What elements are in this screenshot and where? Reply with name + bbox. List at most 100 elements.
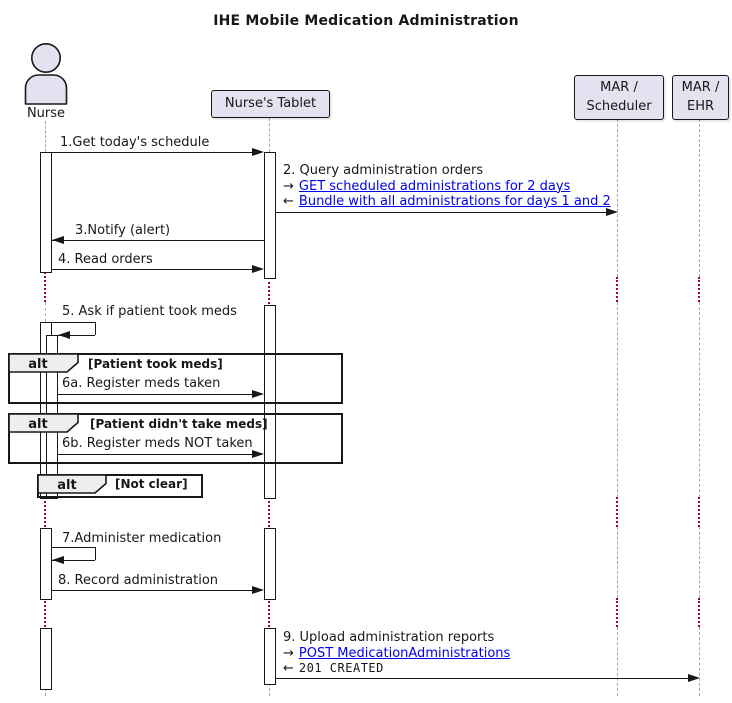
response-arrow-glyph: ← xyxy=(283,194,294,209)
participant-ehr: MAR / EHR xyxy=(672,75,729,120)
lifeline-scheduler xyxy=(617,119,618,277)
message-9-label: 9. Upload administration reports xyxy=(283,630,495,645)
lifeline-scheduler-delay xyxy=(616,598,618,627)
lifeline-scheduler-delay xyxy=(616,497,618,527)
message-3-arrowhead xyxy=(52,236,64,244)
message-7-line-down xyxy=(95,547,96,560)
message-5-label: 5. Ask if patient took meds xyxy=(62,304,237,319)
nurse-actor-icon xyxy=(24,43,68,105)
message-5-line-back xyxy=(58,335,95,336)
message-7-label: 7.Administer medication xyxy=(62,531,222,546)
message-8-arrowhead xyxy=(252,586,264,594)
lifeline-ehr xyxy=(699,302,700,497)
lifeline-tablet-delay xyxy=(268,497,270,527)
message-5-arrowhead xyxy=(58,331,70,339)
response-arrow-glyph: ← xyxy=(283,661,294,676)
alt-frame-not-clear: alt [Not clear] xyxy=(37,474,203,498)
message-2-label: 2. Query administration orders xyxy=(283,163,484,178)
alt-keyword: alt xyxy=(57,478,77,493)
message-9-request-link[interactable]: POST MedicationAdministrations xyxy=(298,645,511,661)
message-9-request: →POST MedicationAdministrations xyxy=(283,646,510,662)
lifeline-scheduler xyxy=(617,527,618,598)
lifeline-tablet-delay xyxy=(268,598,270,627)
message-5-line-out xyxy=(52,322,95,323)
message-8-label: 8. Record administration xyxy=(58,573,219,588)
message-6b-arrowhead xyxy=(252,450,264,458)
lifeline-tablet xyxy=(269,683,270,696)
activation-bar-nurse xyxy=(40,628,52,690)
message-3-line xyxy=(52,240,264,241)
participant-nurse-label: Nurse xyxy=(26,106,66,121)
message-6a-line xyxy=(58,394,254,395)
activation-bar-nurse xyxy=(40,528,52,600)
lifeline-nurse-delay xyxy=(44,497,46,527)
diagram-title: IHE Mobile Medication Administration xyxy=(213,13,519,29)
message-9-status-code: 201 CREATED xyxy=(298,661,384,675)
alt-tab-shape xyxy=(8,353,79,373)
lifeline-nurse-delay xyxy=(44,598,46,627)
lifeline-nurse xyxy=(45,688,46,696)
request-arrow-glyph: → xyxy=(283,645,294,661)
lifeline-ehr-delay xyxy=(698,277,700,302)
request-arrow-glyph: → xyxy=(283,178,294,194)
activation-bar-tablet xyxy=(264,152,276,279)
participant-ehr-label-line1: MAR / xyxy=(681,80,720,95)
message-9-response: ← 201 CREATED xyxy=(283,661,510,677)
alt-condition: [Not clear] xyxy=(115,477,188,491)
message-6b-label: 6b. Register meds NOT taken xyxy=(62,436,253,451)
participant-tablet-label: Nurse's Tablet xyxy=(224,96,317,111)
message-2-response-link[interactable]: Bundle with all administrations for days… xyxy=(298,194,611,209)
message-5-line-down xyxy=(95,322,96,335)
message-4-arrowhead xyxy=(252,265,264,273)
lifeline-ehr-delay xyxy=(698,598,700,627)
message-7-line-back xyxy=(52,560,95,561)
activation-bar-nurse xyxy=(40,152,52,273)
message-2-request: →GET scheduled administrations for 2 day… xyxy=(283,179,611,195)
lifeline-ehr xyxy=(699,527,700,598)
alt-tab-shape xyxy=(37,474,107,494)
message-1-arrowhead xyxy=(252,148,264,156)
activation-bar-tablet xyxy=(264,628,276,685)
message-9-block: 9. Upload administration reports →POST M… xyxy=(283,630,510,677)
lifeline-scheduler-delay xyxy=(616,277,618,302)
alt-keyword: alt xyxy=(28,357,48,372)
alt-frame-patient-took-meds: alt [Patient took meds] xyxy=(8,353,343,404)
message-9-line xyxy=(276,678,688,679)
message-2-arrowhead xyxy=(606,208,618,216)
lifeline-tablet xyxy=(269,118,270,152)
participant-scheduler: MAR / Scheduler xyxy=(574,75,664,120)
lifeline-nurse xyxy=(45,302,46,322)
message-6a-label: 6a. Register meds taken xyxy=(62,376,221,391)
message-8-line xyxy=(52,590,254,591)
message-6b-line xyxy=(58,454,254,455)
lifeline-scheduler xyxy=(617,627,618,696)
lifeline-nurse xyxy=(45,121,46,152)
participant-tablet: Nurse's Tablet xyxy=(211,90,330,118)
lifeline-ehr xyxy=(699,627,700,696)
message-4-label: 4. Read orders xyxy=(58,252,153,267)
alt-condition: [Patient didn't take meds] xyxy=(90,417,268,431)
alt-keyword: alt xyxy=(28,417,48,432)
message-1-line xyxy=(52,152,254,153)
message-3-label: 3.Notify (alert) xyxy=(75,223,171,238)
alt-frame-patient-didnt-take-meds: alt [Patient didn't take meds] xyxy=(8,413,343,464)
message-7-line-out xyxy=(52,547,95,548)
message-2-block: 2. Query administration orders →GET sche… xyxy=(283,163,611,210)
message-2-request-link[interactable]: GET scheduled administrations for 2 days xyxy=(298,178,571,194)
lifeline-scheduler xyxy=(617,302,618,497)
message-4-line xyxy=(52,269,254,270)
lifeline-tablet-delay xyxy=(268,277,270,304)
activation-bar-tablet xyxy=(264,528,276,600)
lifeline-ehr xyxy=(699,119,700,277)
alt-tab-shape xyxy=(8,413,79,433)
message-6a-arrowhead xyxy=(252,390,264,398)
message-7-arrowhead xyxy=(52,556,64,564)
participant-scheduler-label-line2: Scheduler xyxy=(586,99,652,114)
message-2-line xyxy=(276,212,606,213)
participant-scheduler-label-line1: MAR / xyxy=(600,80,638,95)
lifeline-nurse-delay xyxy=(44,272,46,302)
lifeline-ehr-delay xyxy=(698,497,700,527)
alt-condition: [Patient took meds] xyxy=(88,357,223,371)
message-1-label: 1.Get today's schedule xyxy=(60,135,210,150)
